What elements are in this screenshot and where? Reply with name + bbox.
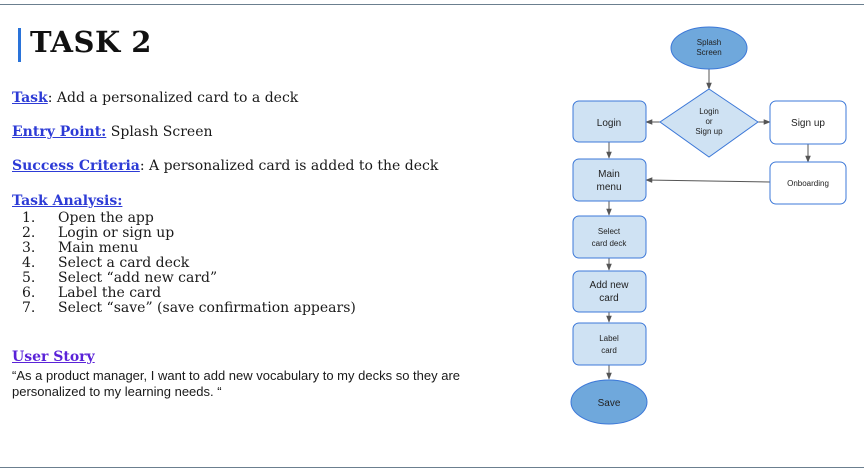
user-story-heading: User Story — [12, 349, 95, 365]
task-analysis-heading: Task Analysis: — [12, 193, 122, 209]
svg-text:Onboarding: Onboarding — [787, 179, 829, 188]
svg-text:Select: Select — [598, 227, 621, 236]
user-story-label[interactable]: User Story — [12, 349, 95, 365]
flow-node-main-menu: Main menu — [572, 158, 647, 202]
svg-text:Login: Login — [597, 118, 621, 129]
svg-text:Save: Save — [598, 398, 621, 409]
list-item: 7.Select “save” (save confirmation appea… — [22, 300, 356, 316]
success-criteria-label[interactable]: Success Criteria — [12, 158, 140, 174]
task-text: : Add a personalized card to a deck — [47, 90, 299, 106]
flow-node-splash-screen: Splash Screen — [670, 26, 748, 70]
arrow-onboarding-to-main-menu — [645, 177, 771, 183]
flow-connectors — [606, 69, 811, 380]
task-analysis-label[interactable]: Task Analysis: — [12, 193, 123, 209]
title-accent-bar — [18, 28, 21, 62]
svg-text:menu: menu — [596, 182, 621, 193]
flow-node-login: Login — [572, 100, 647, 143]
task-label[interactable]: Task — [12, 90, 48, 106]
bottom-border — [0, 467, 864, 468]
entry-point-text: Splash Screen — [106, 124, 213, 140]
svg-text:Main: Main — [598, 169, 620, 180]
flow-node-label-card: Label card — [572, 322, 647, 366]
svg-text:card deck: card deck — [592, 239, 628, 248]
svg-text:card: card — [599, 293, 618, 304]
list-item: 4.Select a card deck — [22, 255, 190, 271]
flow-node-add-new-card: Add new card — [572, 270, 647, 313]
list-item: 2.Login or sign up — [22, 225, 175, 241]
svg-text:Label: Label — [599, 334, 619, 343]
slide-title: TASK 2 — [30, 25, 152, 59]
svg-text:Splash: Splash — [697, 38, 721, 47]
flow-node-sign-up: Sign up — [769, 100, 847, 145]
list-item: 3.Main menu — [22, 240, 139, 256]
svg-text:Login: Login — [699, 107, 719, 116]
task-line: Task: Add a personalized card to a deck — [12, 90, 298, 106]
task-steps-list: 1.Open the app 2.Login or sign up 3.Main… — [22, 211, 356, 316]
list-item: 6.Label the card — [22, 285, 162, 301]
flow-node-save: Save — [570, 379, 648, 425]
svg-text:Sign up: Sign up — [695, 127, 723, 136]
user-story-text: “As a product manager, I want to add new… — [12, 368, 461, 399]
top-border — [0, 4, 864, 5]
flow-node-decision: Login or Sign up — [659, 88, 759, 158]
entry-point-line: Entry Point: Splash Screen — [12, 124, 213, 140]
flow-node-onboarding: Onboarding — [769, 161, 847, 205]
svg-text:Screen: Screen — [696, 48, 721, 57]
svg-text:or: or — [705, 117, 712, 126]
svg-text:Add new: Add new — [590, 280, 630, 291]
entry-point-label[interactable]: Entry Point: — [12, 124, 107, 140]
success-criteria-text: : A personalized card is added to the de… — [139, 158, 439, 174]
list-item: 1.Open the app — [22, 210, 154, 226]
list-item: 5.Select “add new card” — [22, 270, 218, 286]
svg-text:card: card — [601, 346, 617, 355]
flow-node-select-card-deck: Select card deck — [572, 215, 647, 259]
success-criteria-line: Success Criteria: A personalized card is… — [12, 158, 438, 174]
svg-text:Sign up: Sign up — [791, 118, 825, 129]
